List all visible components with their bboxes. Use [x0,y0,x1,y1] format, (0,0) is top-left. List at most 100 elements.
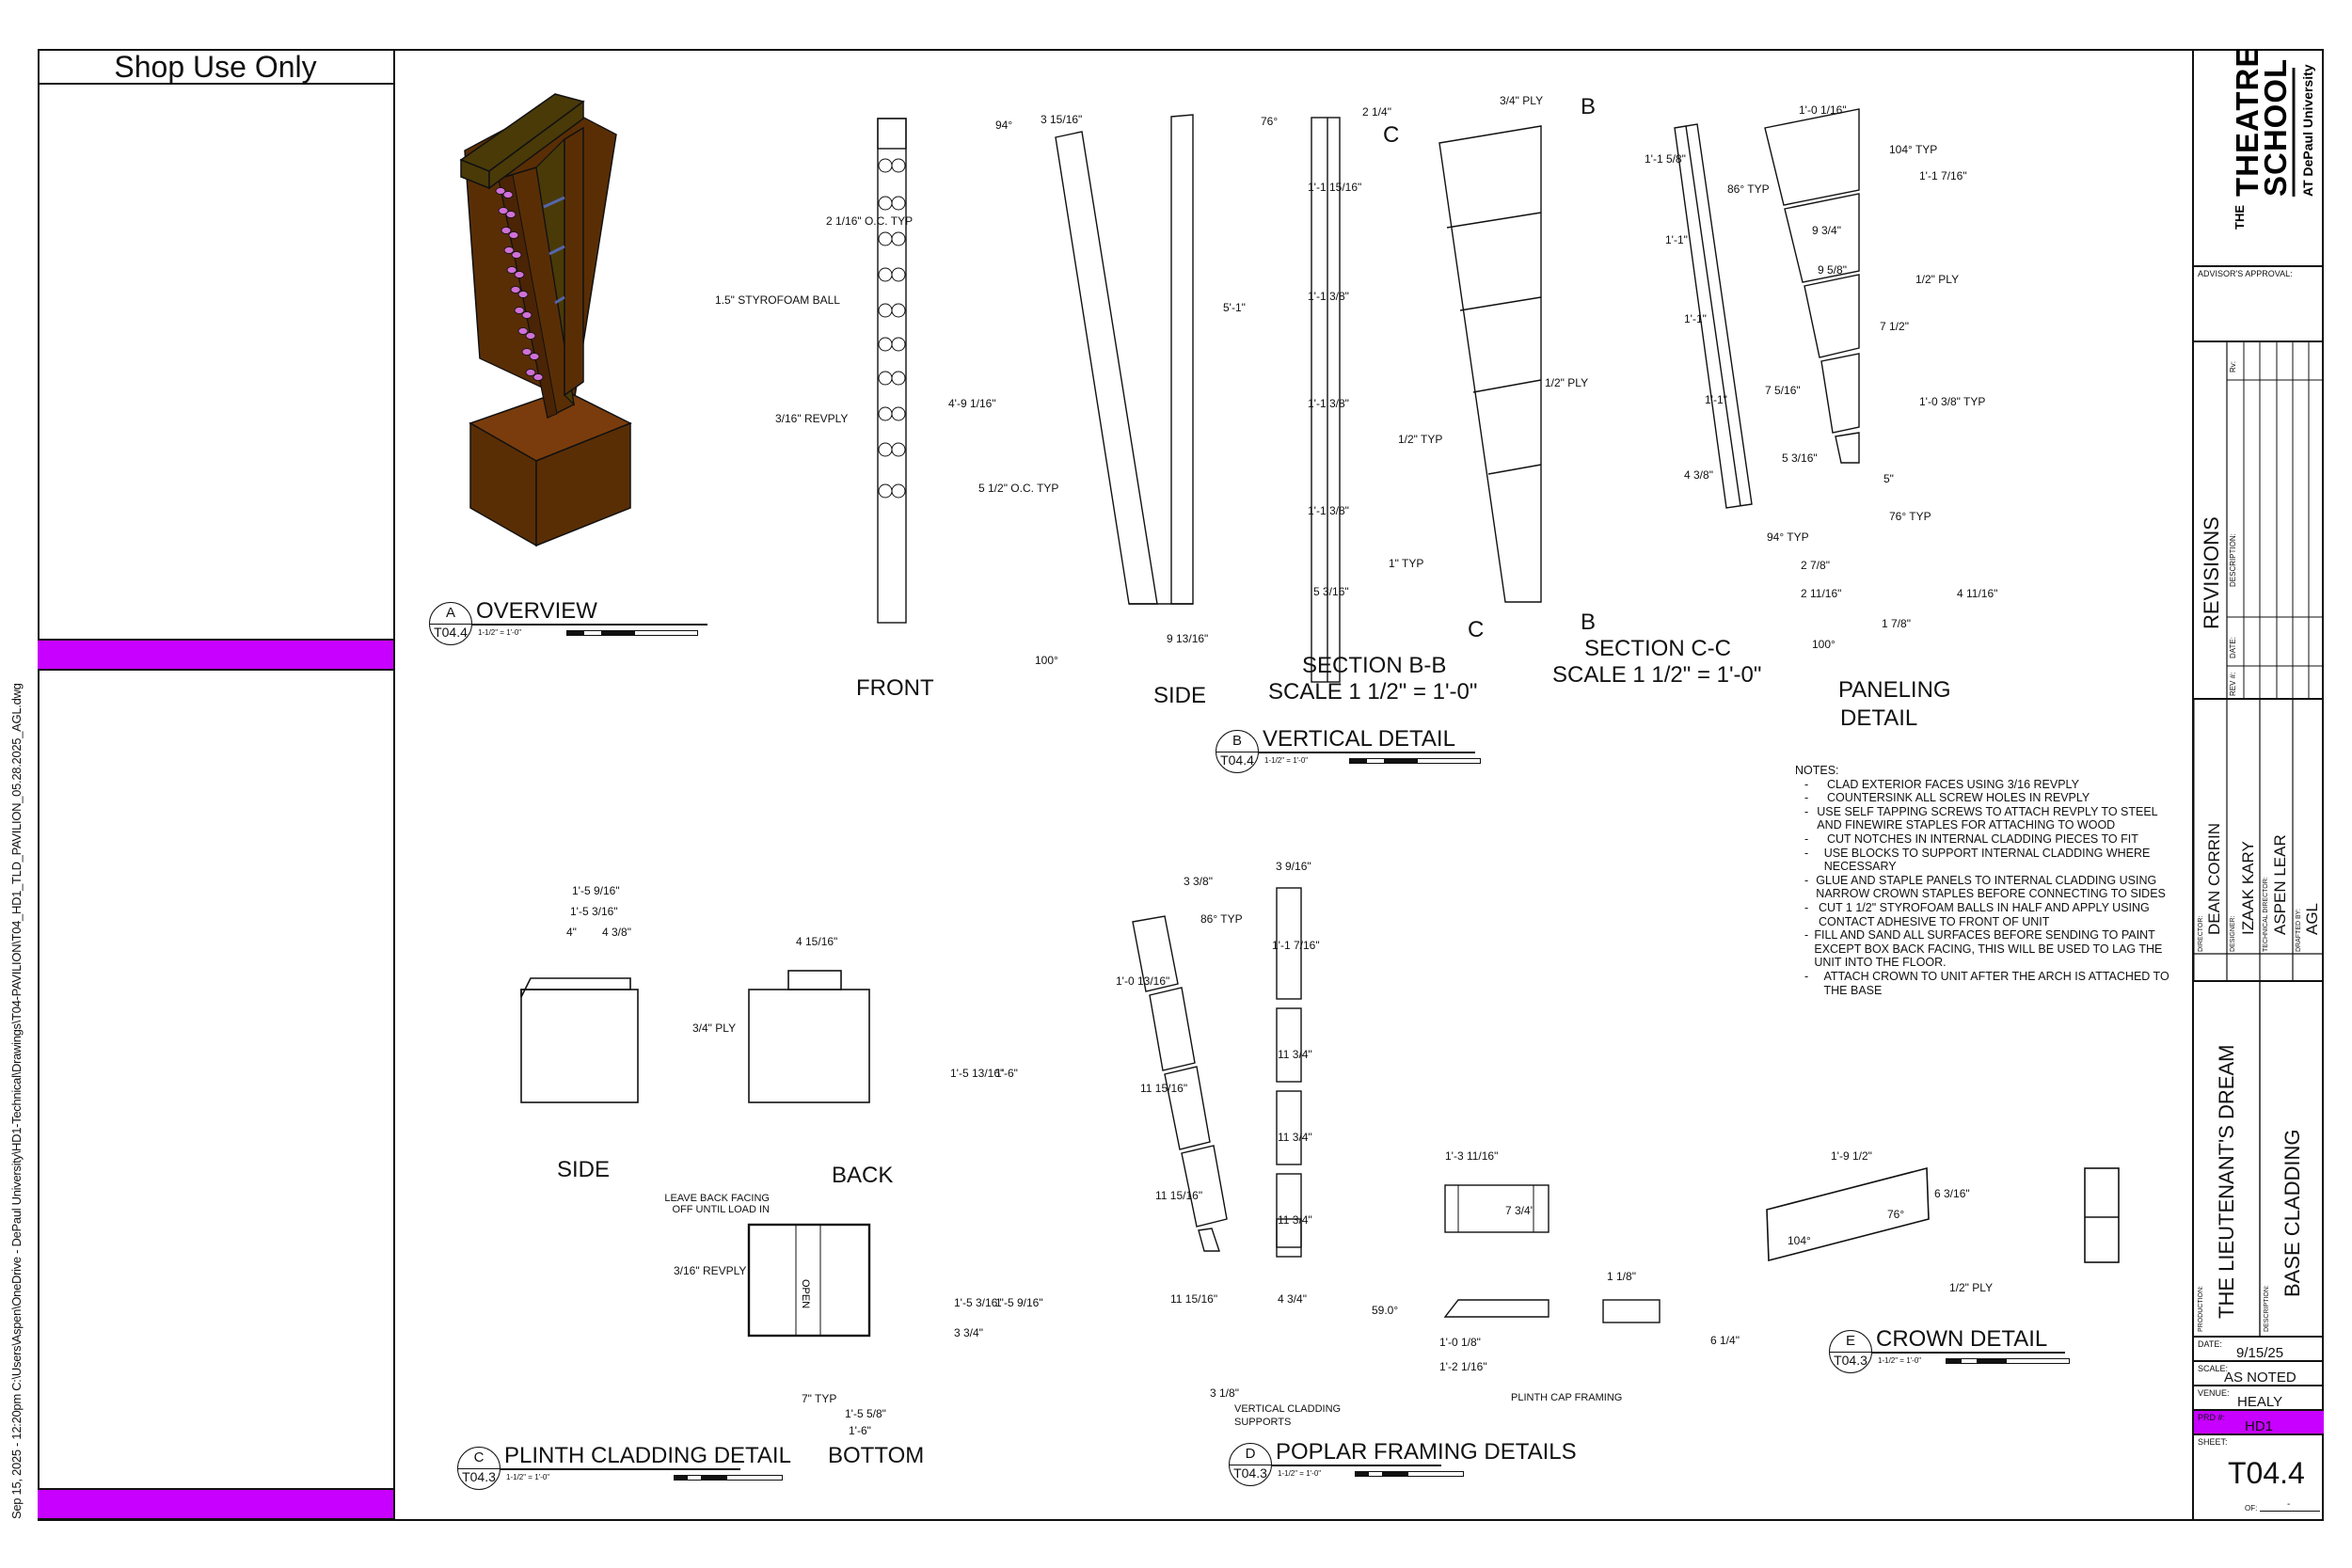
plinth-bottom-title: BOTTOM [828,1443,925,1468]
vertical-detail-title: VERTICAL DETAIL [1263,726,1455,752]
note-item: COUNTERSINK ALL SCREW HOLES IN REVPLY [1827,791,2090,805]
rev-number-header: REV #: [2229,672,2237,696]
prd-value: HD1 [2245,1418,2274,1434]
technical-director-label: TECHNICAL DIRECTOR: [2263,877,2269,952]
scale-bar [566,630,698,636]
note-item: CUT 1 1/2" STYROFOAM BALLS IN HALF AND A… [1818,900,2150,928]
sheet-cell: SHEET: T04.4 OF: - [2194,1435,2324,1521]
technical-director-value: ASPEN LEAR [2271,834,2289,935]
venue-value: HEALY [2237,1394,2283,1410]
vertical-supports-title-1: VERTICAL CLADDING [1234,1403,1342,1415]
sheet-value: T04.4 [2228,1456,2305,1490]
revisions-grid [2226,342,2322,700]
drafted-by-value: AGL [2303,902,2321,935]
plinth-cladding-drawings: OPEN [520,970,871,1338]
logo-cell: THE THEATRE SCHOOL AT DePaul University [2194,46,2324,267]
scale-bar [1349,758,1481,764]
front-ball-label: 1.5" STYROFOAM BALL [715,293,840,307]
director-label: DIRECTOR: [2198,915,2204,952]
director-value: DEAN CORRIN [2205,822,2223,935]
scale-bar [1355,1471,1464,1477]
designer-label: DESIGNER: [2230,915,2236,952]
production-cell: PRODUCTION: THE LIEUTENANT'S DREAM DESCR… [2194,982,2324,1338]
general-notes: NOTES: -CLAD EXTERIOR FACES USING 3/16 R… [1795,764,2171,997]
sheet-of-label: OF: [2245,1504,2258,1513]
overview-isometric-render [459,93,632,547]
rev-rv-header: Rv: [2229,361,2237,372]
note-item: CLAD EXTERIOR FACES USING 3/16 REVPLY [1827,777,2079,791]
title-block: THE THEATRE SCHOOL AT DePaul University … [2192,46,2324,1521]
date-cell: DATE: 9/15/25 [2194,1338,2324,1362]
drafted-by-label: DRAFTED BY: [2296,909,2302,952]
prd-cell: PRD #: HD1 [2194,1411,2324,1435]
overview-title: OVERVIEW [476,598,597,624]
description-label: DESCRIPTION: [2264,1285,2270,1332]
note-item: FILL AND SAND ALL SURFACES BEFORE SENDIN… [1814,928,2163,970]
paneling-title-1: PANELING [1838,677,1951,703]
side-view-title: SIDE [1153,683,1207,708]
shop-use-title: Shop Use Only [38,49,393,85]
front-oc-label: 2 1/16" O.C. TYP [826,214,914,228]
detail-marker-icon [457,1447,501,1490]
section-marker-c-bottom: C [1468,617,1485,642]
production-label: PRODUCTION: [2198,1286,2204,1332]
crown-detail-title: CROWN DETAIL [1876,1326,2048,1352]
scale-cell: SCALE: AS NOTED [2194,1362,2324,1386]
shop-use-panel: Shop Use Only [38,49,395,1521]
detail-marker-icon [1229,1443,1272,1486]
plinth-back-title: BACK [832,1163,894,1188]
back-facing-note: LEAVE BACK FACING OFF UNTIL LOAD IN [664,1193,770,1215]
section-cc-scale: SCALE 1 1/2" = 1'-0" [1552,662,1762,688]
credits-cell: DIRECTOR: DEAN CORRIN DESIGNER: IZAAK KA… [2194,700,2324,982]
section-bb-scale: SCALE 1 1/2" = 1'-0" [1268,679,1478,705]
scale-bar [674,1475,783,1481]
note-item: USE SELF TAPPING SCREWS TO ATTACH REVPLY… [1817,804,2158,832]
shop-highlight-bar-bottom [38,1488,393,1520]
crown-detail-drawings [1766,1166,2120,1263]
drawing-frame [38,49,2324,1521]
open-label-icon: OPEN [800,1279,811,1308]
notes-heading: NOTES: [1795,764,1839,777]
detail-marker-icon [429,602,472,645]
front-view-title: FRONT [856,675,934,701]
venue-cell: VENUE: HEALY [2194,1386,2324,1411]
section-marker-b-top: B [1581,94,1597,119]
revisions-title: REVISIONS [2200,516,2223,629]
scale-value: AS NOTED [2224,1370,2296,1386]
svg-text:THEATRE: THEATRE [2230,49,2265,197]
date-value: 9/15/25 [2236,1345,2284,1361]
sheet-of-value: - [2287,1499,2291,1510]
note-item: USE BLOCKS TO SUPPORT INTERNAL CLADDING … [1823,846,2151,874]
note-item: ATTACH CROWN TO UNIT AFTER THE ARCH IS A… [1823,969,2169,997]
designer-value: IZAAK KARY [2239,841,2257,935]
rev-description-header: DESCRIPTION: [2229,533,2237,587]
scale-bar [1946,1358,2070,1364]
svg-text:AT DePaul University: AT DePaul University [2300,64,2315,197]
plinth-cap-title: PLINTH CAP FRAMING [1511,1392,1623,1403]
section-bb-title: SECTION B-B [1302,653,1447,678]
section-marker-c-top: C [1383,122,1400,148]
vertical-supports-title-2: SUPPORTS [1234,1417,1292,1428]
vertical-detail-drawings [877,108,1860,683]
svg-text:SCHOOL: SCHOOL [2258,58,2293,197]
description-value: BASE CLADDING [2280,1129,2304,1298]
theatre-school-logo-icon: THE THEATRE SCHOOL AT DePaul University [2230,46,2315,230]
detail-marker-icon [1829,1330,1872,1373]
plinth-detail-title: PLINTH CLADDING DETAIL [504,1443,791,1468]
svg-text:THE: THE [2233,205,2247,230]
section-marker-b-bottom: B [1581,610,1597,635]
front-revply-label: 3/16" REVPLY [775,412,849,425]
rev-date-header: DATE: [2229,637,2237,658]
advisor-approval-cell: ADVISOR'S APPROVAL: [2194,267,2324,342]
poplar-framing-drawings [1132,887,1661,1323]
revisions-table: REVISIONS REV #: DATE: DESCRIPTION: Rv: [2194,342,2324,700]
production-value: THE LIEUTENANT'S DREAM [2215,1044,2238,1319]
note-item: CUT NOTCHES IN INTERNAL CLADDING PIECES … [1827,832,2138,846]
plinth-side-title: SIDE [557,1157,611,1182]
section-cc-title: SECTION C-C [1584,636,1731,661]
poplar-detail-title: POPLAR FRAMING DETAILS [1276,1439,1577,1465]
note-item: GLUE AND STAPLE PANELS TO INTERNAL CLADD… [1816,873,2166,901]
shop-highlight-bar-top [38,639,393,671]
detail-marker-icon [1216,730,1259,773]
file-path-stamp: Sep 15, 2025 - 12:20pm C:\Users\Aspen\On… [9,683,24,1519]
